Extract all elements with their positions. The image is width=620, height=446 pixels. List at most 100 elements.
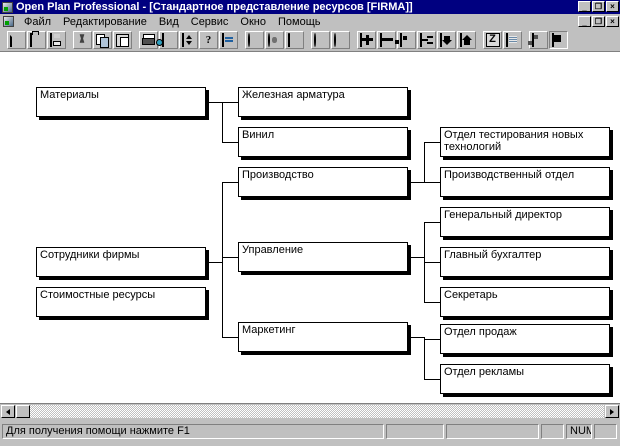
menu-item-file[interactable]: Файл <box>24 15 52 28</box>
diagram-node[interactable]: Сотрудники фирмы <box>36 247 206 277</box>
minimize-icon: _ <box>582 3 587 12</box>
diagram-node-label: Отдел продаж <box>444 326 517 338</box>
child-minimize-button[interactable]: _ <box>578 16 591 27</box>
scrollbar-track[interactable] <box>30 405 604 418</box>
title-bar: Open Plan Professional - [Стандартное пр… <box>0 0 620 14</box>
diagram-node[interactable]: Материалы <box>36 87 206 117</box>
diagram-node[interactable]: Железная арматура <box>238 87 408 117</box>
print-button[interactable] <box>139 31 158 49</box>
connector-spine <box>424 337 425 379</box>
new-document-icon <box>9 32 24 47</box>
connector-spine <box>222 182 223 337</box>
child-close-button[interactable]: × <box>606 16 619 27</box>
menu-item-window[interactable]: Окно <box>240 15 266 28</box>
menu-bar: Файл Редактирование Вид Сервис Окно Помо… <box>0 14 620 29</box>
move-down-button[interactable] <box>437 31 456 49</box>
menu-item-edit[interactable]: Редактирование <box>63 15 147 28</box>
mdi-child-controls: _ ❐ × <box>577 16 619 27</box>
restore-button[interactable]: ❐ <box>592 1 605 12</box>
child-close-icon: × <box>610 17 615 26</box>
scroll-left-arrow-icon[interactable] <box>1 405 15 418</box>
resource-circle-button[interactable] <box>245 31 264 49</box>
print-preview-button[interactable] <box>159 31 178 49</box>
child-restore-icon: ❐ <box>594 17 603 26</box>
menu-item-view[interactable]: Вид <box>158 15 179 28</box>
step-icon <box>419 32 434 47</box>
paste-icon <box>116 34 130 47</box>
diagram-node-label: Сотрудники фирмы <box>40 249 140 261</box>
connector-child-stub <box>222 182 238 183</box>
copy-icon <box>96 34 110 47</box>
cut-button[interactable] <box>73 31 92 49</box>
menu-item-tools[interactable]: Сервис <box>190 15 229 28</box>
resource-person-button[interactable] <box>265 31 284 49</box>
status-bar: Для получения помощи нажмите F1 NUM <box>0 421 620 446</box>
open-file-button[interactable] <box>27 31 46 49</box>
help-button[interactable]: ? <box>199 31 218 49</box>
resource-filled2-button[interactable] <box>331 31 350 49</box>
sort-updown-icon <box>181 32 196 47</box>
step-node-button[interactable] <box>417 31 436 49</box>
printer-icon <box>142 34 156 47</box>
move-up-button[interactable] <box>457 31 476 49</box>
connector-child-stub <box>424 302 440 303</box>
scroll-right-arrow-icon[interactable] <box>605 405 619 418</box>
paste-button[interactable] <box>113 31 132 49</box>
arrow-down-icon <box>439 32 454 47</box>
horizontal-scrollbar[interactable] <box>0 403 620 419</box>
diagram-node[interactable]: Маркетинг <box>238 322 408 352</box>
sort-button[interactable] <box>179 31 198 49</box>
diagram-node[interactable]: Секретарь <box>440 287 610 317</box>
connector-parent-stub <box>408 182 424 183</box>
close-button[interactable]: × <box>606 1 619 12</box>
diagram-node[interactable]: Главный бухгалтер <box>440 247 610 277</box>
diagram-node[interactable]: Стоимостные ресурсы <box>36 287 206 317</box>
context-help-button[interactable] <box>219 31 238 49</box>
diagram-node-label: Винил <box>242 129 275 141</box>
diagram-node-label: Управление <box>242 244 304 256</box>
status-pane-a <box>386 424 444 439</box>
scrollbar-thumb[interactable] <box>16 405 30 418</box>
connector-child-stub <box>424 222 440 223</box>
open-folder-icon <box>29 32 44 47</box>
new-file-button[interactable] <box>7 31 26 49</box>
link-node-button[interactable] <box>397 31 416 49</box>
diagram-node[interactable]: Винил <box>238 127 408 157</box>
remove-node-button[interactable] <box>377 31 396 49</box>
diagram-node[interactable]: Производственный отдел <box>440 167 610 197</box>
minimize-button[interactable]: _ <box>578 1 591 12</box>
zoom-z-button[interactable]: Z <box>483 31 502 49</box>
connector-parent-stub <box>408 257 424 258</box>
menu-item-help[interactable]: Помощь <box>277 15 321 28</box>
save-file-button[interactable] <box>47 31 66 49</box>
window-title: Open Plan Professional - [Стандартное пр… <box>16 1 413 13</box>
diagram-node-label: Железная арматура <box>242 89 345 101</box>
child-restore-button[interactable]: ❐ <box>592 16 605 27</box>
diagram-node-label: Главный бухгалтер <box>444 249 542 261</box>
connector-parent-stub <box>206 102 222 103</box>
diagram-node-label: Стоимостные ресурсы <box>40 289 156 301</box>
diagram-node[interactable]: Отдел тестирования новых технологий <box>440 127 610 157</box>
diagram-node[interactable]: Отдел рекламы <box>440 364 610 394</box>
diagram-node[interactable]: Генеральный директор <box>440 207 610 237</box>
add-node-button[interactable] <box>357 31 376 49</box>
copy-button[interactable] <box>93 31 112 49</box>
diagram-node[interactable]: Производство <box>238 167 408 197</box>
circle-icon <box>247 32 262 47</box>
resource-dome-button[interactable] <box>285 31 304 49</box>
fit-window-button[interactable] <box>549 31 568 49</box>
diagram-node-label: Генеральный директор <box>444 209 562 221</box>
grid-view-button[interactable] <box>503 31 522 49</box>
resource-filled-button[interactable] <box>311 31 330 49</box>
document-icon[interactable] <box>3 16 14 27</box>
connector-child-stub <box>424 379 440 380</box>
diagram-node[interactable]: Отдел продаж <box>440 324 610 354</box>
resize-icon <box>551 32 566 47</box>
close-icon: × <box>610 2 615 11</box>
status-pane-c <box>541 424 564 439</box>
diagram-node[interactable]: Управление <box>238 242 408 272</box>
circle-filled-icon <box>333 32 348 47</box>
layout-button[interactable] <box>529 31 548 49</box>
